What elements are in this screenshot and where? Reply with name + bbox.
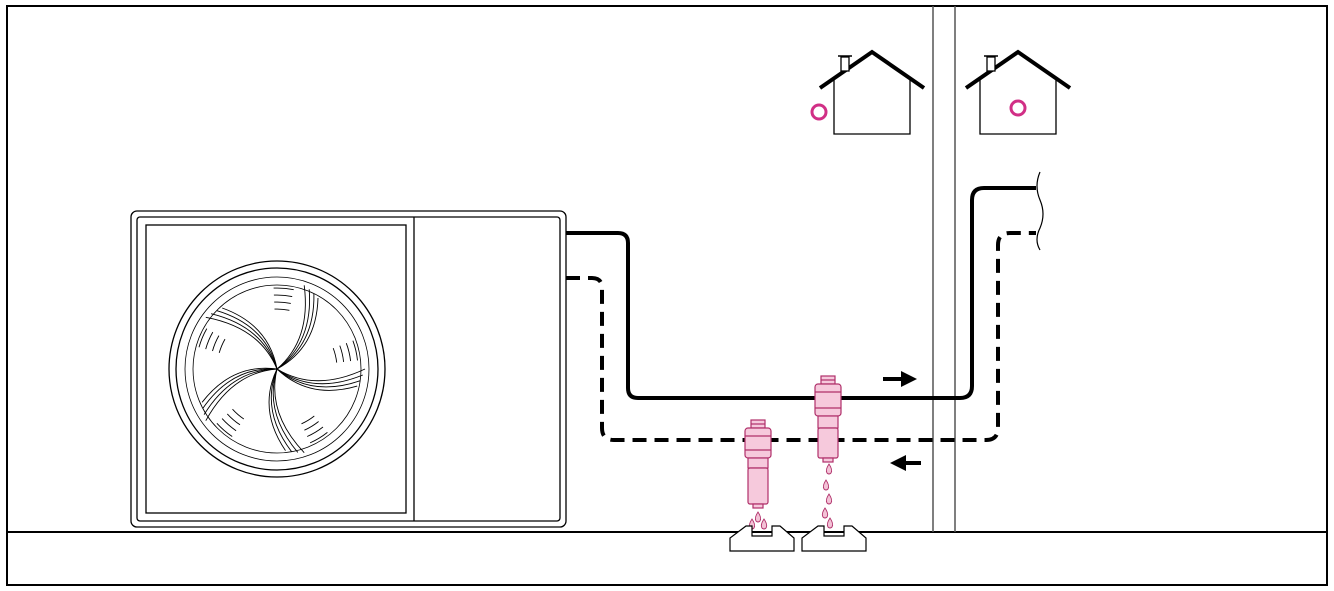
pipe-break-mark: [1036, 171, 1044, 251]
fan-blade: [268, 368, 286, 451]
fan-grille-arc: [352, 340, 358, 361]
fan-blade: [222, 307, 278, 370]
fan-grille-arc: [304, 421, 319, 431]
fan-grille-arc: [198, 328, 208, 348]
fan-grille-arc: [301, 415, 315, 425]
fan-grille-arc: [339, 345, 345, 362]
pressure-relief-valve-icon: [744, 419, 772, 509]
pressure-relief-valve-icon: [814, 375, 842, 463]
fan-grille-arc: [332, 347, 338, 363]
fan-grille-arc: [307, 426, 324, 437]
fan-blade: [276, 368, 363, 385]
fan-grille-arc: [218, 338, 226, 354]
diagram-frame: [6, 5, 1328, 586]
building-wall: [932, 6, 956, 532]
fan-blade: [276, 368, 366, 382]
house-icon: [810, 49, 926, 135]
fan-blade: [276, 285, 306, 370]
fan-grille-arc: [273, 294, 293, 298]
fan-blade: [276, 289, 311, 370]
fan-blade: [205, 316, 278, 370]
supply-pipe: [566, 186, 1036, 400]
supply-flow-arrow-icon: [883, 371, 917, 387]
fan-grille-arc: [226, 413, 241, 426]
fan-blades: [198, 285, 366, 454]
fan-blade: [210, 313, 278, 370]
fan-grille-arc: [216, 422, 233, 437]
fan-grille-arc: [274, 301, 291, 304]
fan-blade: [202, 368, 278, 409]
fan-blade: [201, 367, 278, 403]
fan-grille-arc: [232, 408, 245, 420]
fan-blade: [274, 368, 305, 454]
heat-pump-inner-border: [136, 216, 561, 522]
fan-blade: [216, 310, 278, 370]
status-dot-left: [810, 103, 828, 121]
fan-blade: [205, 368, 278, 421]
fan-grille-arc: [221, 418, 237, 432]
relief-drops: [821, 463, 834, 529]
fan-grille-arc: [212, 335, 220, 352]
fan-blade: [276, 293, 315, 370]
fan-grille-arc: [274, 308, 290, 311]
fan-grille-arc: [273, 287, 294, 291]
return-pipe: [566, 231, 1036, 442]
fan-blade: [276, 368, 361, 388]
fan-blade: [270, 368, 292, 452]
fan-grille-arc: [205, 331, 214, 350]
drain-tray-right: [801, 525, 867, 552]
fan-blade: [272, 368, 299, 453]
fan-blade: [276, 297, 319, 370]
fan-blade: [203, 368, 278, 415]
house-icon: [964, 49, 1072, 135]
heat-pump-outdoor-unit: [130, 210, 567, 528]
relief-drops: [748, 511, 768, 530]
heat-pump-casing: [130, 210, 567, 528]
fan-grille-arc: [309, 432, 328, 444]
return-flow-arrow-icon: [890, 455, 921, 471]
fan-icon: [168, 260, 386, 478]
fan-blade: [276, 368, 358, 391]
status-dot-center: [1009, 99, 1027, 117]
drain-tray-left: [729, 525, 795, 552]
fan-grille-frame: [145, 224, 407, 514]
fan-grille-arc: [345, 343, 352, 362]
